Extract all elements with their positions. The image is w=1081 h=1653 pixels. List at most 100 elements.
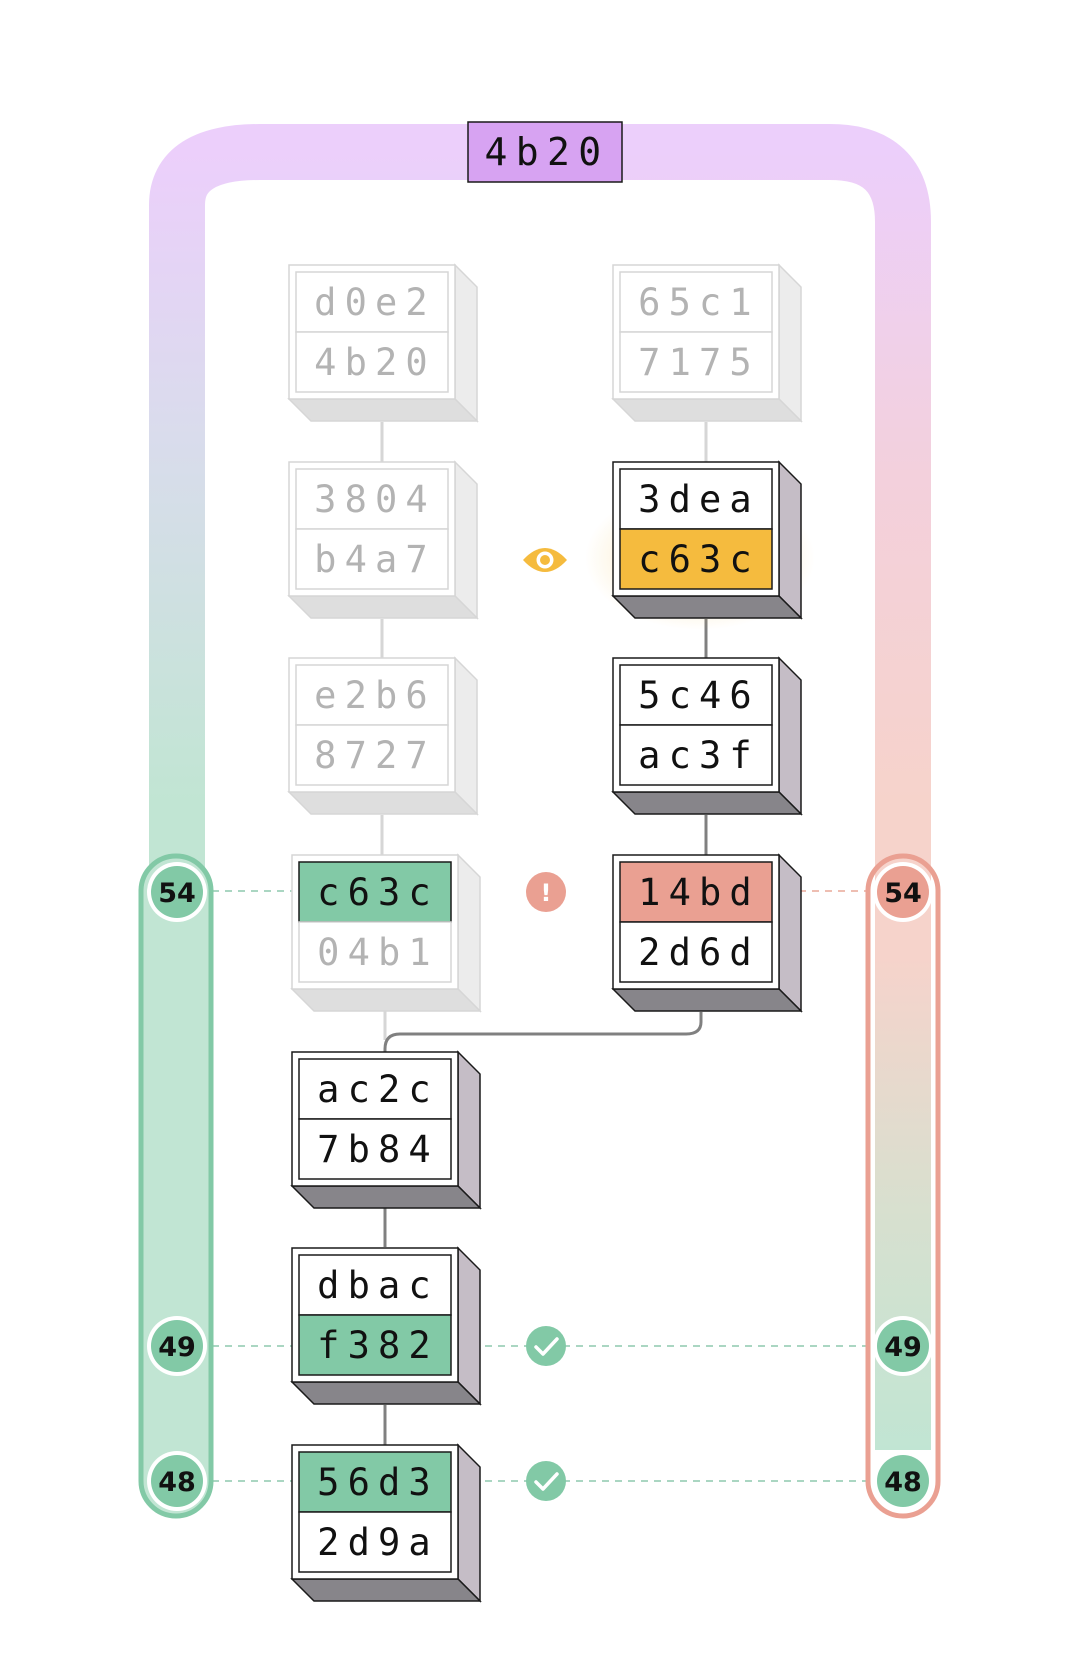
right-range-capsule xyxy=(865,853,941,1519)
left-marker-48: 48 xyxy=(147,1451,207,1511)
warning-glyph: ! xyxy=(541,879,552,907)
block-cell-top xyxy=(298,1058,452,1120)
block-bottom-face xyxy=(611,988,803,1012)
block-hash-top: 3dea xyxy=(638,478,760,521)
top-block-label: 4b20 xyxy=(467,121,623,183)
block-side-face xyxy=(454,460,478,620)
block-side-face xyxy=(457,1050,481,1210)
left-range-capsule xyxy=(138,853,214,1519)
block-14bd: 14bd 2d6d xyxy=(611,853,803,1013)
block-hash-top: 5c46 xyxy=(638,674,760,717)
block-hash-top: e2b6 xyxy=(314,674,436,717)
block-cell-top xyxy=(619,861,773,923)
block-cell-bottom xyxy=(298,1314,452,1376)
right-marker-54-label: 54 xyxy=(884,878,922,909)
block-hash-bottom: 7b84 xyxy=(317,1128,439,1171)
block-hash-bottom: ac3f xyxy=(638,734,760,777)
block-cell-bottom xyxy=(619,724,773,786)
block-bottom-face xyxy=(290,988,482,1012)
right-marker-49: 49 xyxy=(873,1316,933,1376)
block-hash-top: 14bd xyxy=(638,871,760,914)
eye-icon xyxy=(523,548,567,572)
block-cell-top xyxy=(298,1451,452,1513)
top-label-text: 4b20 xyxy=(485,130,610,174)
block-56d3: 56d3 2d9a xyxy=(290,1443,482,1603)
block-bottom-face xyxy=(611,595,803,619)
block-hash-top: dbac xyxy=(317,1264,439,1307)
block-side-face xyxy=(457,853,481,1013)
block-hash-top: ac2c xyxy=(317,1068,439,1111)
block-side-face xyxy=(778,656,802,816)
block-hash-top: 65c1 xyxy=(638,281,760,324)
block-bottom-face xyxy=(287,398,479,422)
block-bottom-face xyxy=(287,595,479,619)
exclamation-icon: ! xyxy=(526,872,566,912)
block-bottom-face xyxy=(290,1381,482,1405)
block-hash-bottom: 4b20 xyxy=(314,341,436,384)
block-cell-bottom xyxy=(298,1511,452,1573)
check-icon xyxy=(526,1461,566,1501)
right-marker-49-label: 49 xyxy=(884,1332,922,1363)
chain-arch xyxy=(149,124,931,1450)
block-cell-top xyxy=(298,1254,452,1316)
block-hash-bottom: 04b1 xyxy=(317,931,439,974)
left-marker-54-label: 54 xyxy=(158,878,196,909)
block-bottom-face xyxy=(611,791,803,815)
right-marker-48-label: 48 xyxy=(884,1467,922,1498)
left-marker-54: 54 xyxy=(147,862,207,922)
block-hash-bottom: f382 xyxy=(317,1324,439,1367)
block-hash-bottom: b4a7 xyxy=(314,538,436,581)
check-icon xyxy=(526,1326,566,1366)
block-bottom-face xyxy=(611,398,803,422)
left-marker-49-label: 49 xyxy=(158,1332,196,1363)
block-cell-bottom xyxy=(298,921,452,983)
right-marker-54: 54 xyxy=(873,862,933,922)
block-5c46: 5c46 ac3f xyxy=(611,656,803,816)
block-e2b6: e2b6 8727 xyxy=(287,656,479,816)
block-3dea: 3dea c63c xyxy=(611,460,803,620)
block-cell-bottom xyxy=(619,921,773,983)
block-hash-bottom: 8727 xyxy=(314,734,436,777)
block-side-face xyxy=(454,656,478,816)
block-side-face xyxy=(778,460,802,620)
blocks: 3804 b4a7 d0e2 4b20 e2b6 8727 c63c 04b1 ac2c 7b84… xyxy=(287,263,803,1603)
block-side-face xyxy=(778,263,802,423)
block-bottom-face xyxy=(290,1185,482,1209)
block-cell-top xyxy=(295,271,449,333)
left-marker-49: 49 xyxy=(147,1316,207,1376)
block-hash-top: 56d3 xyxy=(317,1461,439,1504)
block-side-face xyxy=(454,263,478,423)
block-hash-top: d0e2 xyxy=(314,281,436,324)
block-ac2c: ac2c 7b84 xyxy=(290,1050,482,1210)
block-65c1: 65c1 7175 xyxy=(611,263,803,423)
block-bottom-face xyxy=(290,1578,482,1602)
arch-right-arm xyxy=(545,124,931,1450)
block-cell-bottom xyxy=(619,528,773,590)
block-cell-top xyxy=(619,468,773,530)
block-cell-bottom xyxy=(295,331,449,393)
left-marker-48-label: 48 xyxy=(158,1467,196,1498)
block-cell-bottom xyxy=(295,528,449,590)
connector-14bd-ac2c xyxy=(383,1012,703,1052)
block-side-face xyxy=(457,1246,481,1406)
arch-left-arm xyxy=(149,124,545,1450)
block-d0e2: d0e2 4b20 xyxy=(287,263,479,423)
block-3804: 3804 b4a7 xyxy=(287,460,479,620)
block-hash-bottom: 2d6d xyxy=(638,931,760,974)
block-hash-top: c63c xyxy=(317,871,439,914)
block-c63c_l: c63c 04b1 xyxy=(290,853,482,1013)
block-hash-top: 3804 xyxy=(314,478,436,521)
block-cell-top xyxy=(298,861,452,923)
block-hash-bottom: c63c xyxy=(638,538,760,581)
block-dbac: dbac f382 xyxy=(290,1246,482,1406)
block-side-face xyxy=(778,853,802,1013)
block-hash-bottom: 7175 xyxy=(638,341,760,384)
block-side-face xyxy=(457,1443,481,1603)
block-hash-bottom: 2d9a xyxy=(317,1521,439,1564)
block-cell-bottom xyxy=(298,1118,452,1180)
right-marker-48: 48 xyxy=(873,1451,933,1511)
block-cell-top xyxy=(619,271,773,333)
block-bottom-face xyxy=(287,791,479,815)
block-cell-bottom xyxy=(619,331,773,393)
